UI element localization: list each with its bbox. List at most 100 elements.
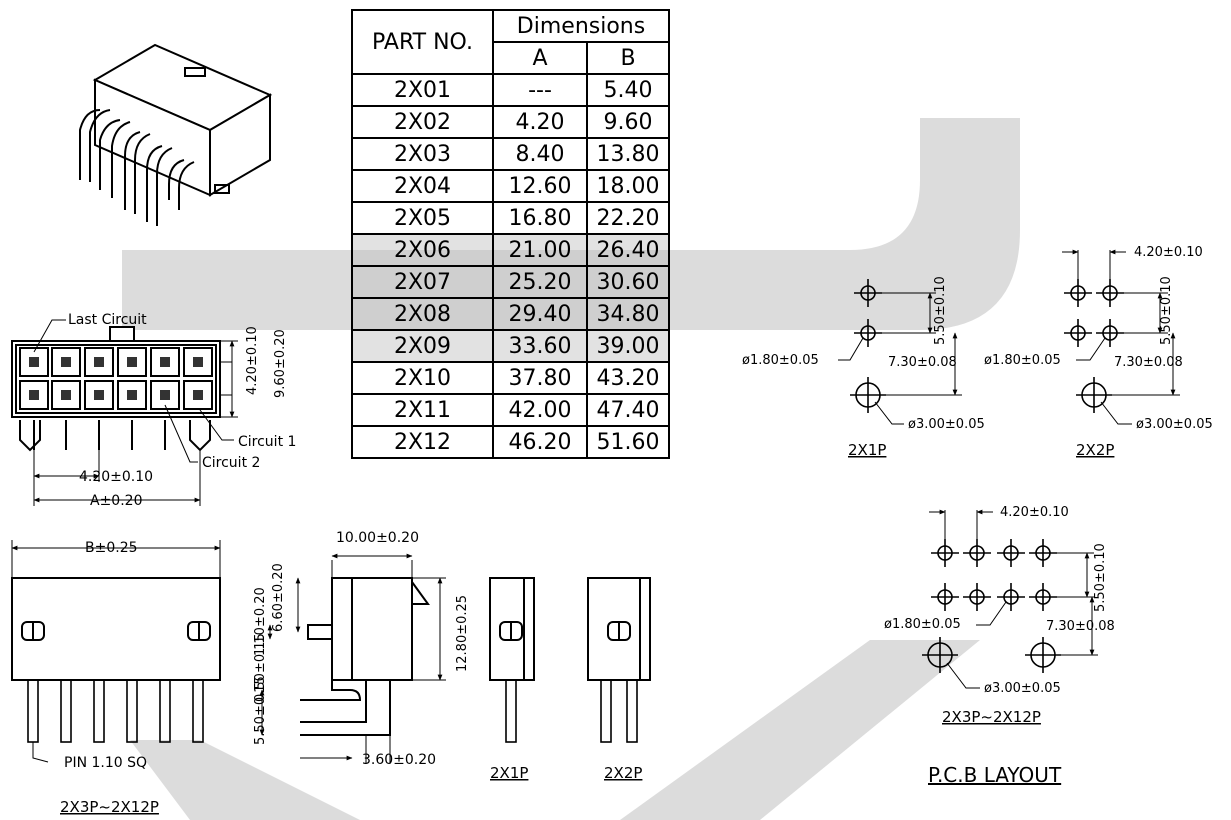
cell-a: 8.40: [492, 137, 588, 171]
connector-3d-view: [79, 43, 273, 226]
cell-part: 2X10: [351, 361, 494, 395]
pcb-multi-hole-dia: ø1.80±0.05: [884, 617, 961, 632]
latch-icon: [187, 621, 211, 641]
pcb-multi-pitch-h: 4.20±0.10: [1000, 505, 1069, 520]
cell-b: 47.40: [586, 393, 670, 427]
pcb-1p-pitch-v: 5.50±0.10: [933, 276, 948, 345]
side-height-dim: 12.80±0.25: [455, 595, 470, 672]
circuit-2-label: Circuit 2: [202, 455, 260, 471]
cell-b: 26.40: [586, 233, 670, 267]
height-dim: 9.60±0.20: [273, 329, 288, 398]
bottom-view-caption: 2X3P~2X12P: [60, 798, 159, 816]
cell-b: 51.60: [586, 425, 670, 459]
pcb-2p-pitch-v: 5.50±0.10: [1159, 276, 1174, 345]
cell-a: 33.60: [492, 329, 588, 363]
cell-b: 22.20: [586, 201, 670, 235]
cell-part: 2X02: [351, 105, 494, 139]
side-pin-len-dim: 3.60±0.20: [362, 752, 436, 768]
header-dimensions: Dimensions: [492, 9, 670, 43]
cell-a: 37.80: [492, 361, 588, 395]
row-pitch-dim: 4.20±0.10: [245, 326, 260, 395]
pcb-2p-layout: [1062, 249, 1180, 425]
pcb-2p-hole-dia: ø1.80±0.05: [984, 353, 1061, 368]
pcb-2p-row-offset: 7.30±0.08: [1114, 355, 1183, 370]
cell-a: 25.20: [492, 265, 588, 299]
cell-a: 12.60: [492, 169, 588, 203]
pcb-1p-row-offset: 7.30±0.08: [888, 355, 957, 370]
pcb-1p-hole-dia: ø1.80±0.05: [742, 353, 819, 368]
pcb-multi-peg-dia: ø3.00±0.05: [984, 681, 1061, 696]
pcb-multi-layout: [922, 509, 1098, 689]
cell-a: ---: [492, 73, 588, 107]
pcb-hole-row-bottom: [931, 583, 1057, 611]
side-depth-dim: 10.00±0.20: [336, 530, 419, 546]
header-a: A: [492, 41, 588, 75]
cavity-grid: [19, 347, 213, 410]
header-part-no: PART NO.: [351, 9, 494, 75]
cell-b: 9.60: [586, 105, 670, 139]
side-pin-pitch-dim: 5.50±0.15: [253, 676, 268, 745]
connector-2p-view: [587, 577, 651, 743]
cell-a: 16.80: [492, 201, 588, 235]
last-circuit-label: Last Circuit: [68, 312, 147, 328]
cell-part: 2X03: [351, 137, 494, 171]
cell-a: 29.40: [492, 297, 588, 331]
cell-b: 5.40: [586, 73, 670, 107]
cell-a: 21.00: [492, 233, 588, 267]
pcb-2p-caption: 2X2P: [1076, 441, 1114, 459]
cell-part: 2X05: [351, 201, 494, 235]
side-peg-height-dim: 6.60±0.20: [271, 563, 286, 632]
cell-a: 4.20: [492, 105, 588, 139]
pcb-multi-row-offset: 7.30±0.08: [1046, 619, 1115, 634]
cell-b: 39.00: [586, 329, 670, 363]
pcb-layout-title: P.C.B LAYOUT: [928, 763, 1062, 787]
table-row: 2X01---5.40: [351, 73, 670, 107]
connector-side-view: [259, 553, 446, 764]
pcb-1p-caption: 2X1P: [848, 441, 886, 459]
cell-part: 2X04: [351, 169, 494, 203]
cell-b: 18.00: [586, 169, 670, 203]
side-peg-offset-dim: 1.10±0.20: [253, 587, 268, 656]
connector-1p-view: [489, 577, 535, 743]
cell-a: 42.00: [492, 393, 588, 427]
connector-bottom-view: [11, 540, 221, 763]
cell-part: 2X07: [351, 265, 494, 299]
cell-b: 13.80: [586, 137, 670, 171]
b-dim: B±0.25: [85, 540, 138, 556]
cell-part: 2X01: [351, 73, 494, 107]
pcb-2p-peg-dia: ø3.00±0.05: [1136, 417, 1213, 432]
pcb-multi-pitch-v: 5.50±0.10: [1093, 543, 1108, 612]
pcb-multi-caption: 2X3P~2X12P: [942, 708, 1041, 726]
cell-a: 46.20: [492, 425, 588, 459]
cell-part: 2X06: [351, 233, 494, 267]
header-b: B: [586, 41, 670, 75]
cell-b: 30.60: [586, 265, 670, 299]
view-2p-caption: 2X2P: [604, 764, 642, 782]
pcb-1p-layout: [838, 279, 962, 425]
pcb-hole-row-top: [931, 539, 1057, 567]
cell-b: 43.20: [586, 361, 670, 395]
side-pin-offset-dim: 0.50±0.15: [253, 633, 268, 702]
cell-part: 2X11: [351, 393, 494, 427]
cell-part: 2X08: [351, 297, 494, 331]
cell-b: 34.80: [586, 297, 670, 331]
latch-icon: [21, 621, 45, 641]
dimension-table: PART NO. Dimensions A B 2X01---5.40 2X02…: [351, 9, 670, 459]
pin-note: PIN 1.10 SQ: [64, 755, 147, 771]
cell-part: 2X09: [351, 329, 494, 363]
circuit-1-label: Circuit 1: [238, 434, 296, 450]
connector-front-view: [11, 319, 238, 506]
